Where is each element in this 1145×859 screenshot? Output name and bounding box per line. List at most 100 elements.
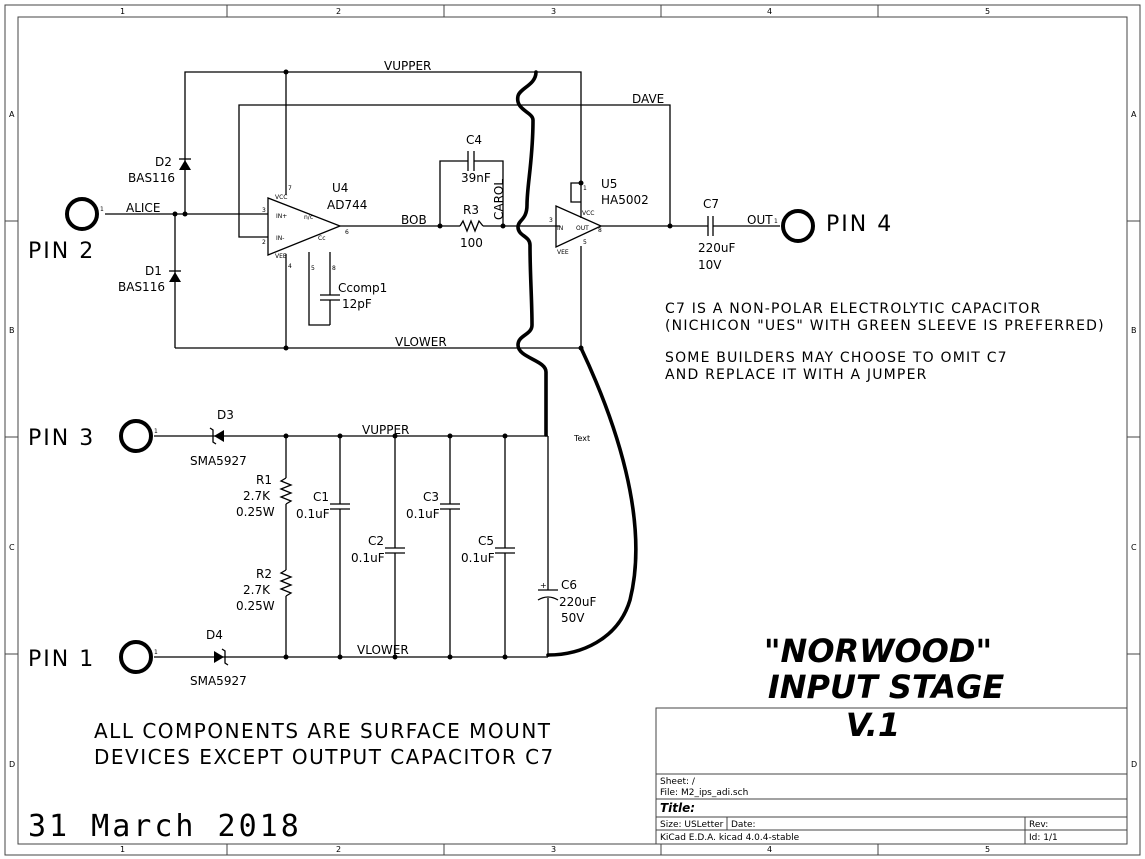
c6-ref: C6	[561, 578, 577, 592]
components-u4-pins-vcc: VCC	[275, 194, 287, 201]
tb-id: Id: 1/1	[1029, 833, 1058, 843]
diode-d1[interactable]: D1 BAS116	[118, 264, 181, 294]
c4-ref: C4	[466, 133, 482, 147]
components-u5-pins-p1: 1	[583, 185, 587, 192]
col-5-bottom: 5	[985, 845, 990, 854]
net-alice: ALICE	[126, 201, 160, 215]
c3-value: 0.1uF	[406, 507, 440, 521]
pin2-connector[interactable]: 1 PIN 2	[28, 197, 104, 264]
components-u4-pins-p3: 3	[262, 207, 266, 214]
tb-size: Size: USLetter	[660, 820, 724, 830]
col-3-bottom: 3	[551, 845, 556, 854]
components-u4-pins-p2: 2	[262, 239, 266, 246]
pin4-num: 1	[774, 218, 778, 225]
c6-polarity: +	[540, 581, 547, 590]
pin2-num: 1	[100, 206, 104, 213]
components-u5-pins-vcc: VCC	[582, 210, 594, 217]
note-omit-line1: SOME BUILDERS MAY CHOOSE TO OMIT C7	[665, 350, 1008, 366]
d2-ref: D2	[155, 155, 172, 169]
tb-tool: KiCad E.D.A. kicad 4.0.4-stable	[660, 833, 800, 843]
opamp-u4[interactable]: VCC IN+ IN- VEE n/c Cc 7 3 2 4 5 8 6 U4 …	[262, 181, 367, 272]
net-bob: BOB	[401, 213, 427, 227]
r1-power: 0.25W	[236, 505, 275, 519]
row-a: A	[9, 110, 15, 119]
pin1-connector[interactable]: 1 PIN 1	[28, 640, 158, 674]
net-vlower-bottom: VLOWER	[357, 643, 409, 657]
d4-value: SMA5927	[190, 674, 247, 688]
diode-d2[interactable]: D2 BAS116	[128, 155, 191, 185]
c1-value: 0.1uF	[296, 507, 330, 521]
components-u4-pins-cc: Cc	[318, 235, 326, 242]
resistor-r2[interactable]: R2 2.7K 0.25W	[236, 567, 293, 613]
r2-value: 2.7K	[243, 583, 271, 597]
pin4-label: PIN 4	[826, 212, 893, 237]
u5-ref: U5	[601, 177, 617, 191]
components-u5-pins-in: IN	[557, 225, 563, 232]
tb-title: Title:	[660, 801, 695, 815]
pin3-connector[interactable]: 1 PIN 3	[28, 419, 158, 453]
resistor-r3[interactable]: R3 100	[459, 203, 484, 250]
pin3-num: 1	[154, 428, 158, 435]
components-u4-pins-p5: 5	[311, 265, 315, 272]
components-u4-pins-vee: VEE	[275, 253, 287, 260]
resistor-r1[interactable]: R1 2.7K 0.25W	[236, 473, 293, 519]
col-4-bottom: 4	[767, 845, 772, 854]
pin2-label: PIN 2	[28, 239, 95, 264]
tb-date: Date:	[731, 820, 756, 830]
c7-value: 220uF	[698, 241, 736, 255]
row-c: C	[9, 543, 15, 552]
tb-sheet: Sheet: /	[660, 777, 696, 787]
r3-value: 100	[460, 236, 483, 250]
row-a-right: A	[1131, 110, 1137, 119]
capacitor-c3[interactable]: C3 0.1uF	[406, 490, 460, 521]
net-vupper-bottom: VUPPER	[362, 423, 409, 437]
pin1-label: PIN 1	[28, 647, 95, 672]
u4-value: AD744	[327, 198, 367, 212]
net-out: OUT	[747, 213, 773, 227]
components-u4-pins-inp: IN+	[276, 213, 287, 220]
r2-power: 0.25W	[236, 599, 275, 613]
c6-value: 220uF	[559, 595, 597, 609]
d2-value: BAS116	[128, 171, 175, 185]
components-u4-pins-p8: 8	[332, 265, 336, 272]
row-d-right: D	[1131, 760, 1137, 769]
bus-wire	[515, 70, 638, 657]
title-line3: V.1	[846, 706, 900, 744]
net-vupper-top: VUPPER	[384, 59, 431, 73]
zener-d3[interactable]: D3 SMA5927	[190, 408, 247, 468]
title-line2: INPUT STAGE	[768, 668, 1005, 706]
u5-value: HA5002	[601, 193, 649, 207]
c5-ref: C5	[478, 534, 494, 548]
title-line1: "NORWOOD"	[764, 632, 992, 670]
note-smd-line1: ALL COMPONENTS ARE SURFACE MOUNT	[94, 719, 552, 743]
components-u5-pins-vee: VEE	[557, 249, 569, 256]
row-d: D	[9, 760, 15, 769]
buffer-u5[interactable]: VCC IN OUT VEE 1 3 8 5 U5 HA5002	[549, 177, 649, 256]
date-stamp: 31 March 2018	[28, 809, 302, 844]
row-b: B	[9, 326, 15, 335]
col-2-bottom: 2	[336, 845, 341, 854]
zener-d4[interactable]: D4 SMA5927	[190, 628, 247, 688]
d3-ref: D3	[217, 408, 234, 422]
capacitor-ccomp1[interactable]: Ccomp1 12pF	[320, 281, 387, 311]
components-u4-pins-nc: n/c	[304, 214, 313, 221]
c5-value: 0.1uF	[461, 551, 495, 565]
row-b-right: B	[1131, 326, 1137, 335]
c2-value: 0.1uF	[351, 551, 385, 565]
capacitor-c1[interactable]: C1 0.1uF	[296, 490, 350, 521]
pin4-connector[interactable]: 1 PIN 4	[774, 209, 893, 243]
capacitor-c5[interactable]: C5 0.1uF	[461, 534, 515, 565]
c2-ref: C2	[368, 534, 384, 548]
tb-file: File: M2_ips_adi.sch	[660, 788, 748, 798]
capacitor-c2[interactable]: C2 0.1uF	[351, 534, 405, 565]
capacitor-c7[interactable]: C7 220uF 10V	[698, 197, 736, 272]
components-u4-pins-p7: 7	[288, 185, 292, 192]
r1-value: 2.7K	[243, 489, 271, 503]
d4-ref: D4	[206, 628, 223, 642]
r3-ref: R3	[463, 203, 479, 217]
capacitor-c6[interactable]: + C6 220uF 50V	[537, 578, 597, 625]
capacitor-c4[interactable]: C4 39nF	[461, 133, 491, 185]
components-u4-pins-inm: IN-	[276, 235, 284, 242]
pin3-label: PIN 3	[28, 426, 95, 451]
net-carol: CAROL	[492, 179, 506, 220]
